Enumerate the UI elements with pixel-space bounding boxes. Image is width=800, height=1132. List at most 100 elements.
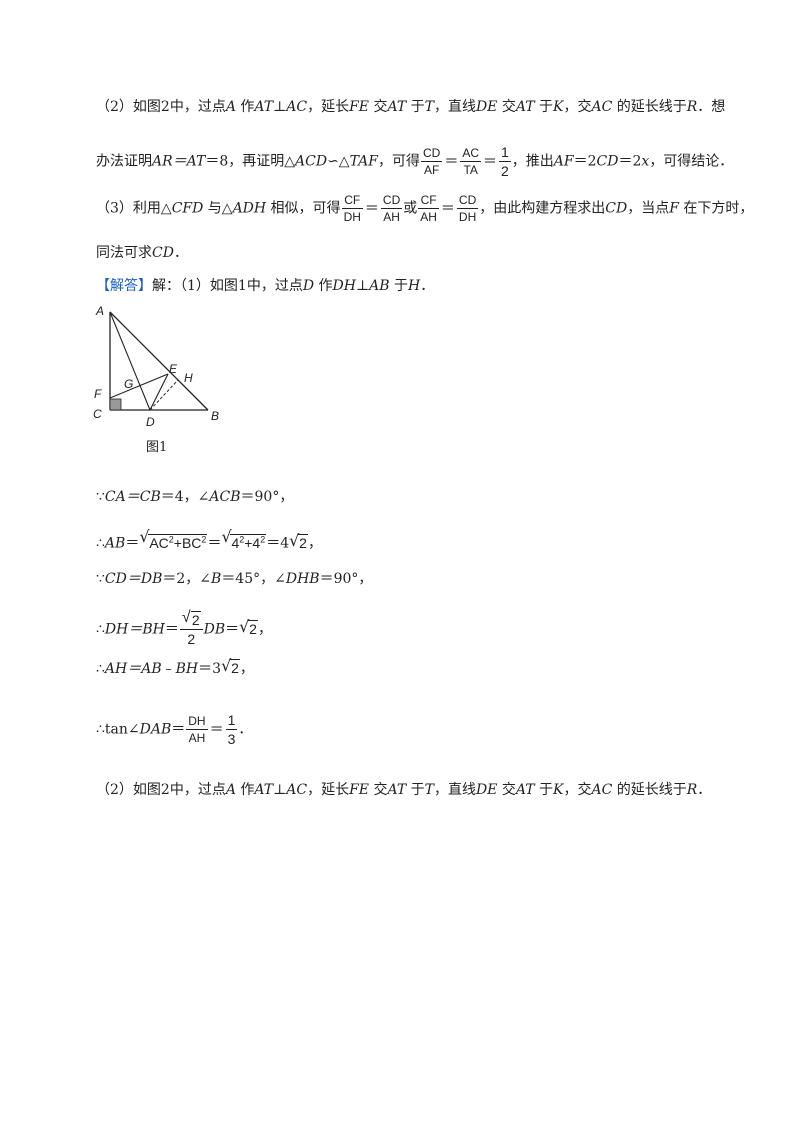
var: B: [211, 571, 222, 587]
text: ＝90°，: [319, 571, 373, 587]
text: ∴tan∠: [96, 721, 140, 738]
segment-de: [149, 373, 169, 411]
var: R: [686, 99, 698, 115]
var: CFD: [171, 200, 204, 217]
var: T: [424, 782, 434, 798]
numerator: 1: [499, 144, 511, 162]
text: 同法可求: [96, 245, 152, 261]
text: ，推出: [511, 153, 554, 170]
var: AT: [515, 782, 535, 798]
numerator: CD: [420, 146, 443, 162]
var: TAF: [349, 153, 378, 170]
figure-1-triangle: A F C G D E H B: [93, 304, 219, 429]
text: （2）如图2中，过点: [96, 782, 226, 798]
label-g: G: [124, 377, 133, 391]
equals: ＝: [125, 535, 140, 552]
radicand: 2: [230, 659, 240, 676]
text: ，可得: [377, 153, 420, 170]
step-2: ∴AB＝√AC2+BC2＝√42+42＝4√2，: [96, 527, 322, 554]
text: ＝4，∠: [160, 489, 210, 505]
var: CD: [152, 245, 174, 261]
exponent: 2: [260, 534, 266, 544]
numerator: DH: [186, 714, 208, 730]
text: ，延长: [307, 782, 350, 798]
text: AC: [149, 534, 169, 551]
text: 交: [369, 782, 388, 798]
equals: ＝: [209, 721, 224, 738]
text: ＝90°，: [240, 489, 294, 505]
radical-sign: √: [289, 530, 300, 550]
var: T: [424, 99, 434, 115]
step-3: ∵CD＝DB＝2，∠B＝45°，∠DHB＝90°，: [96, 569, 372, 589]
text: 解：（1）如图1中，过点: [152, 278, 303, 294]
var: AC: [591, 782, 613, 798]
answer-tag: 【解答】: [96, 278, 152, 294]
text: ，直线: [433, 782, 476, 798]
therefore-symbol: ∴: [96, 661, 105, 677]
answer-heading: 【解答】解：（1）如图1中，过点D 作DH⊥AB 于H．: [96, 276, 434, 296]
var: DH＝BH: [104, 621, 165, 638]
text: ，交: [563, 782, 592, 798]
text: +4: [244, 534, 261, 551]
denominator: 2: [187, 631, 196, 647]
label-a: A: [95, 304, 104, 318]
text: 的延长线于: [612, 99, 687, 115]
text: ，可得结论．: [649, 153, 734, 170]
var: AT: [515, 99, 535, 115]
equals: ＝: [207, 535, 222, 552]
var: D: [302, 278, 315, 294]
numerator: CD: [380, 193, 403, 209]
var: FE: [349, 99, 370, 115]
text: ＝2: [573, 153, 597, 170]
equals: ＝: [164, 621, 179, 638]
var: ACD: [295, 153, 328, 170]
sqrt-2: √2: [181, 609, 201, 628]
text: ．: [697, 782, 712, 798]
therefore-symbol: ∴: [96, 535, 105, 552]
text: ，直线: [433, 99, 476, 115]
text: ，交: [563, 99, 592, 115]
var: AT: [387, 782, 407, 798]
paragraph-2-repeat: （2）如图2中，过点A 作AT⊥AC，延长FE 交AT 于T，直线DE 交AT …: [96, 780, 711, 800]
radical-sign: √: [181, 609, 191, 626]
sqrt-2: √2: [289, 530, 308, 554]
var: AT⊥AC: [254, 782, 308, 798]
paragraph-3-line-2: 同法可求CD．: [96, 243, 188, 263]
text: ＝45°，∠: [221, 571, 286, 587]
label-b: B: [211, 409, 219, 423]
denominator: AH: [383, 210, 400, 224]
label-h: H: [184, 371, 193, 385]
radical-sign: √: [221, 527, 232, 546]
text: +BC: [173, 534, 202, 551]
var: BH: [175, 661, 199, 677]
text: 4: [231, 534, 240, 551]
equals: ＝: [440, 200, 455, 217]
text: ．: [173, 245, 188, 261]
text: ＝3: [198, 661, 222, 677]
coefficient: 4: [280, 535, 290, 552]
exponent: 2: [239, 534, 245, 544]
var: CD: [605, 200, 628, 217]
text: ．想: [697, 99, 726, 115]
var: ACB: [209, 489, 241, 505]
equals: ＝: [483, 153, 497, 170]
equals: ＝: [444, 153, 459, 170]
var: R: [686, 782, 698, 798]
numerator: CF: [341, 193, 363, 209]
var: CA＝CB: [104, 489, 161, 505]
text: 作: [235, 782, 255, 798]
text: ．: [238, 721, 253, 738]
text: 于: [389, 278, 408, 294]
text: 于: [534, 99, 553, 115]
var: CD＝DB: [104, 571, 163, 587]
text: 于: [406, 782, 425, 798]
text: ∽△: [327, 153, 350, 170]
denominator: AF: [423, 163, 440, 177]
